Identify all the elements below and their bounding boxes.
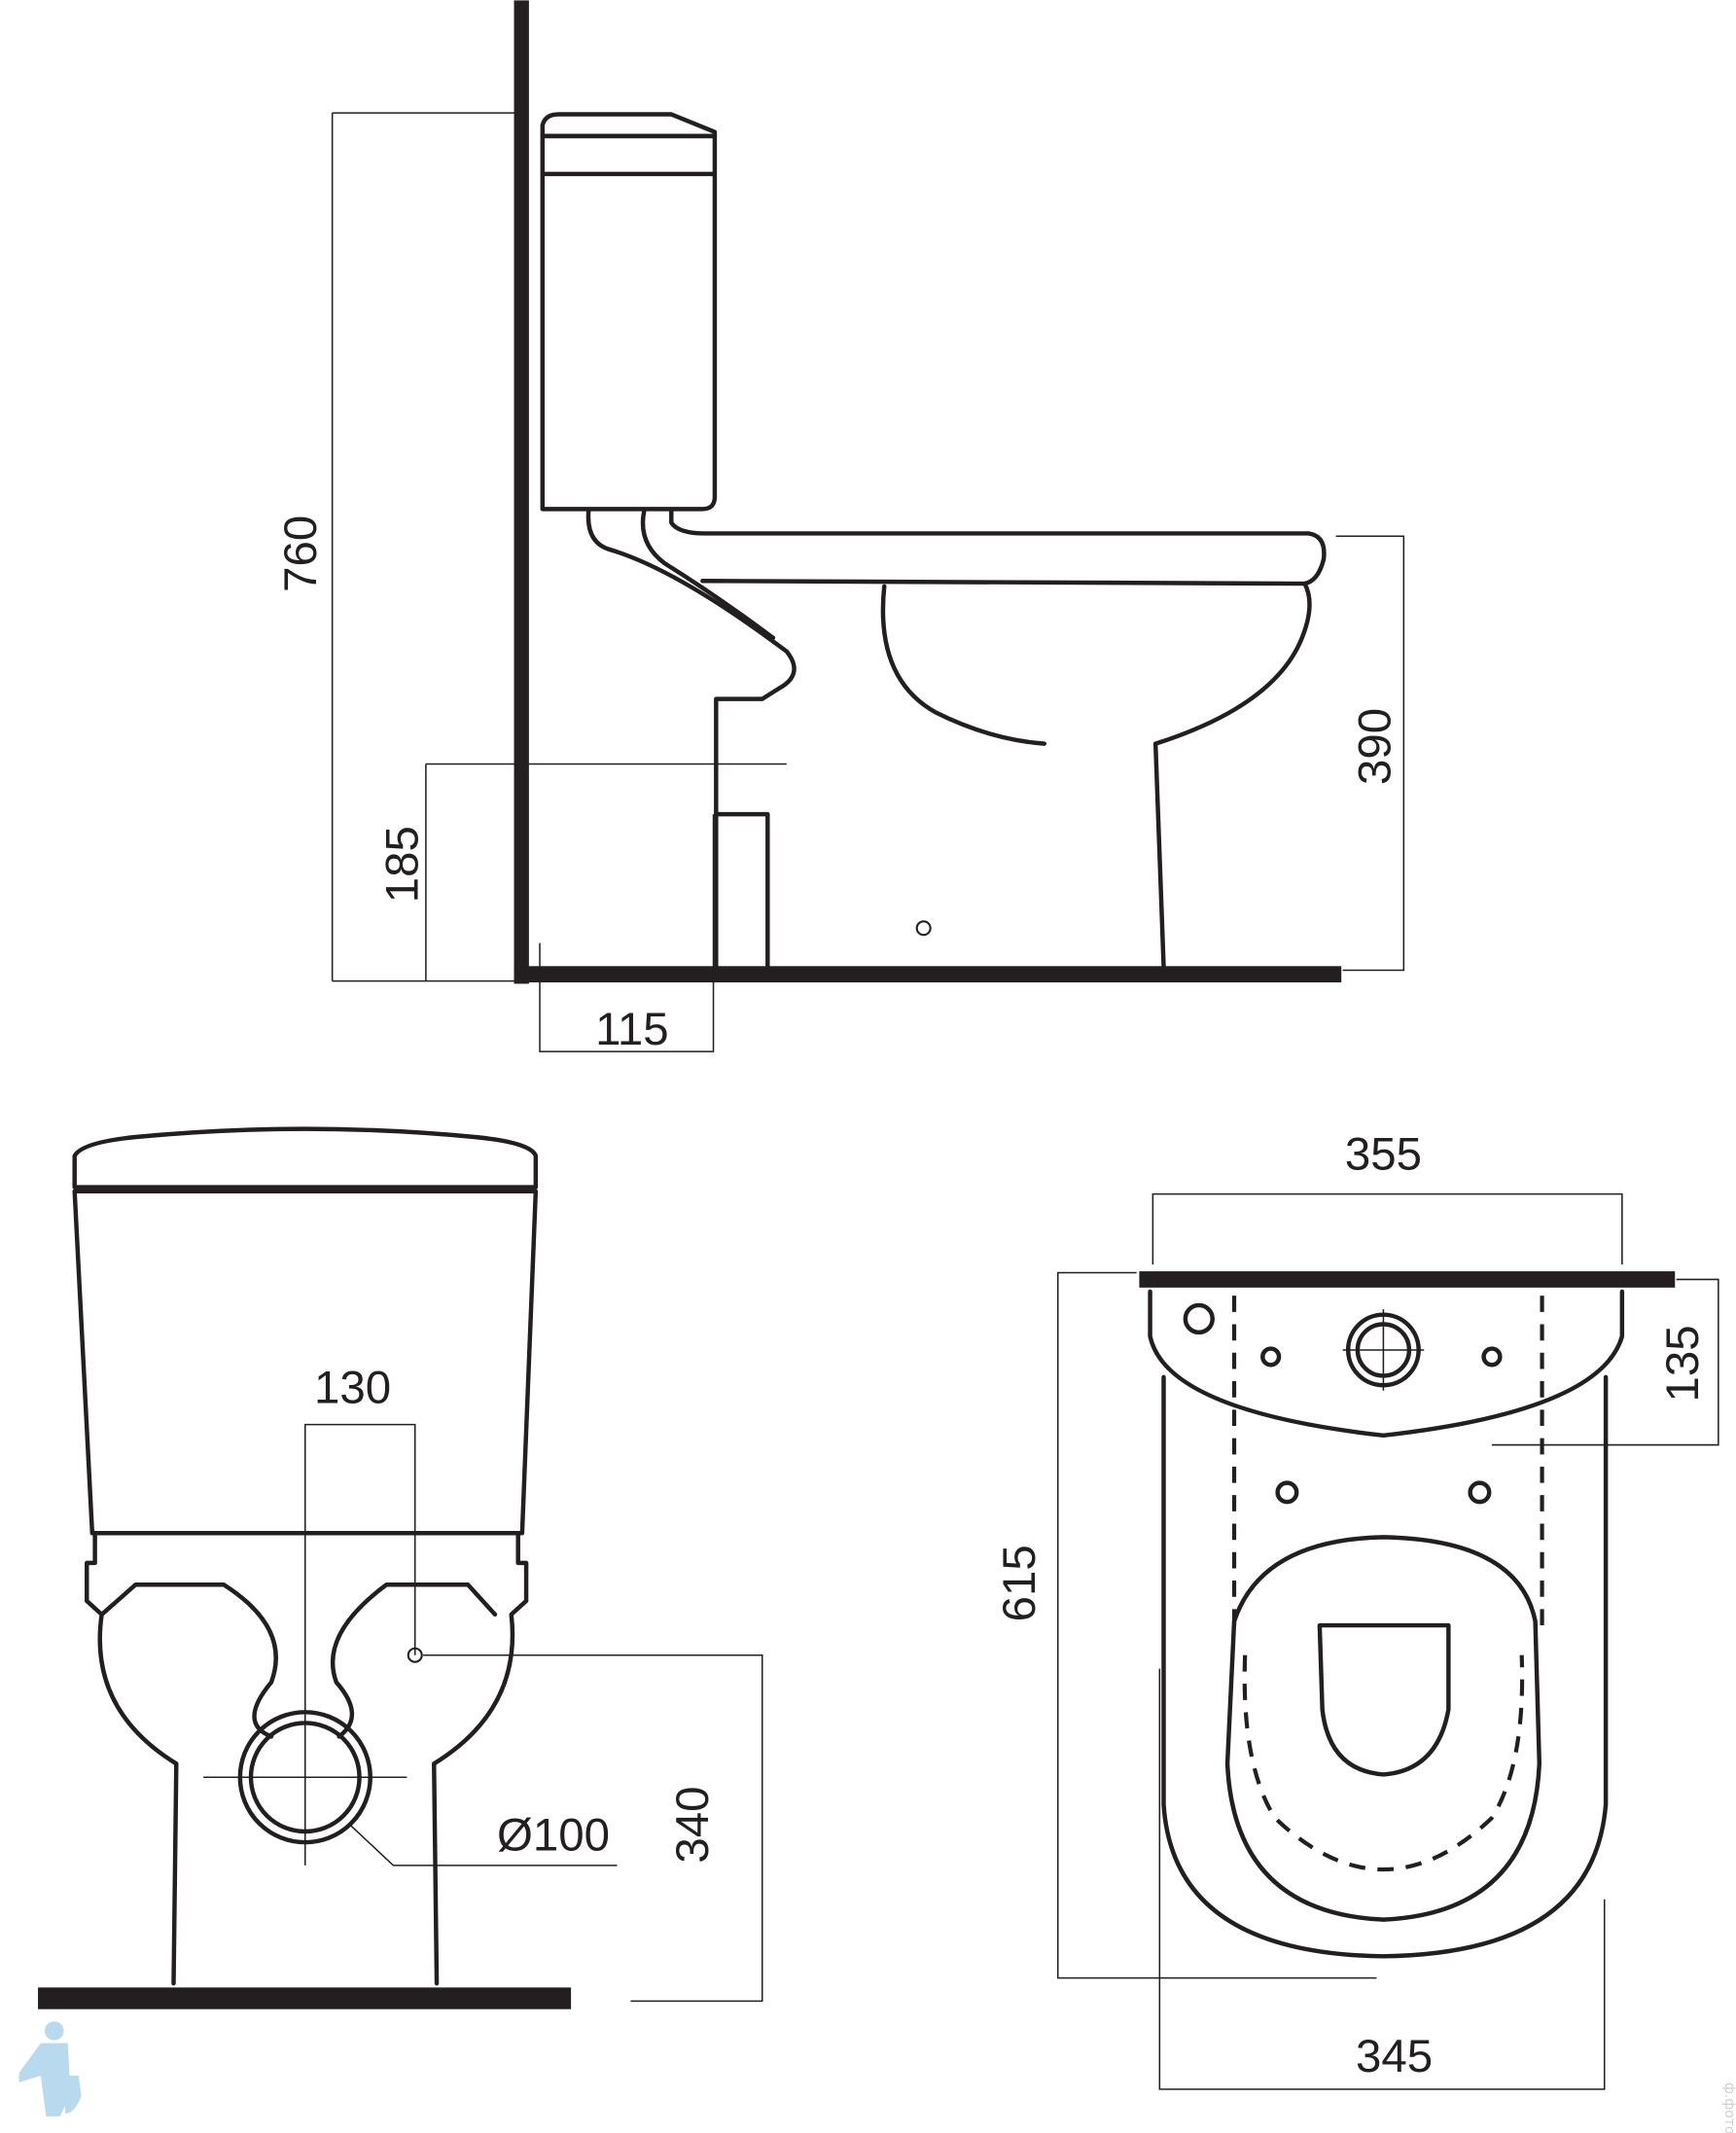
tank-bolt-left [1260, 1346, 1282, 1368]
front-tank-body [72, 1189, 539, 1536]
side-view: 760 185 115 390 [275, 0, 1405, 1055]
dim-355: 355 [1345, 1128, 1422, 1180]
top-view: 355 135 615 345 [994, 1128, 1719, 2090]
dim-line-390 [1335, 535, 1405, 972]
top-wall [1139, 1271, 1676, 1288]
front-body-right [432, 1530, 529, 1986]
dim-line-diameter [349, 1824, 618, 1866]
dim-135: 135 [1657, 1325, 1709, 1402]
top-bowl-opening [1317, 1622, 1451, 1777]
tank-lid [540, 112, 718, 139]
dim-345: 345 [1356, 2031, 1433, 2082]
dim-340: 340 [667, 1786, 719, 1863]
dim-185: 185 [377, 826, 429, 903]
top-bowl-outline [1161, 1374, 1609, 1959]
dim-615: 615 [994, 1545, 1045, 1621]
front-floor [38, 1987, 572, 2009]
front-view: 130 340 Ø100 [38, 1126, 763, 2009]
tank-body [540, 133, 718, 512]
front-cutout-left [99, 1582, 278, 1739]
dim-line-185 [425, 763, 787, 981]
bowl-inner [880, 584, 1047, 746]
hidden-lines [1231, 1296, 1544, 1872]
top-tank-outline [1148, 1289, 1625, 1439]
dim-line-130 [203, 1423, 416, 1866]
fixing-hole [915, 920, 932, 937]
dim-390: 390 [1349, 708, 1400, 785]
watermark: ф.фото [1721, 2082, 1736, 2133]
dim-760: 760 [275, 515, 327, 592]
front-tank-lid [72, 1126, 539, 1190]
wall [514, 0, 529, 984]
bowl-front [1152, 581, 1312, 969]
dim-line-760 [331, 112, 522, 982]
trap-outline [585, 508, 797, 969]
dim-line-345 [1158, 1668, 1606, 2090]
top-seat-outline [1224, 1535, 1542, 1922]
tank-bolt-right [1481, 1346, 1503, 1368]
dim-diameter-100: Ø100 [497, 1810, 610, 1862]
dim-line-115 [539, 814, 715, 1052]
floor [514, 966, 1342, 983]
dim-line-340 [423, 1653, 763, 2003]
dim-line-615 [1056, 1271, 1377, 1979]
flush-crosshair [1342, 1309, 1425, 1391]
dim-115: 115 [595, 1004, 669, 1055]
front-body-left [85, 1530, 179, 1986]
dim-line-355 [1151, 1192, 1623, 1265]
plumber-logo [18, 2021, 82, 2116]
seat-hinge-left [1275, 1480, 1299, 1505]
dim-line-135 [1491, 1278, 1719, 1446]
dim-130: 130 [314, 1362, 391, 1413]
tank-hole [1183, 1302, 1215, 1335]
front-cutout-right [331, 1582, 498, 1739]
seat [669, 508, 1327, 587]
seat-hinge-right [1468, 1480, 1492, 1505]
trap-inner [640, 508, 776, 641]
